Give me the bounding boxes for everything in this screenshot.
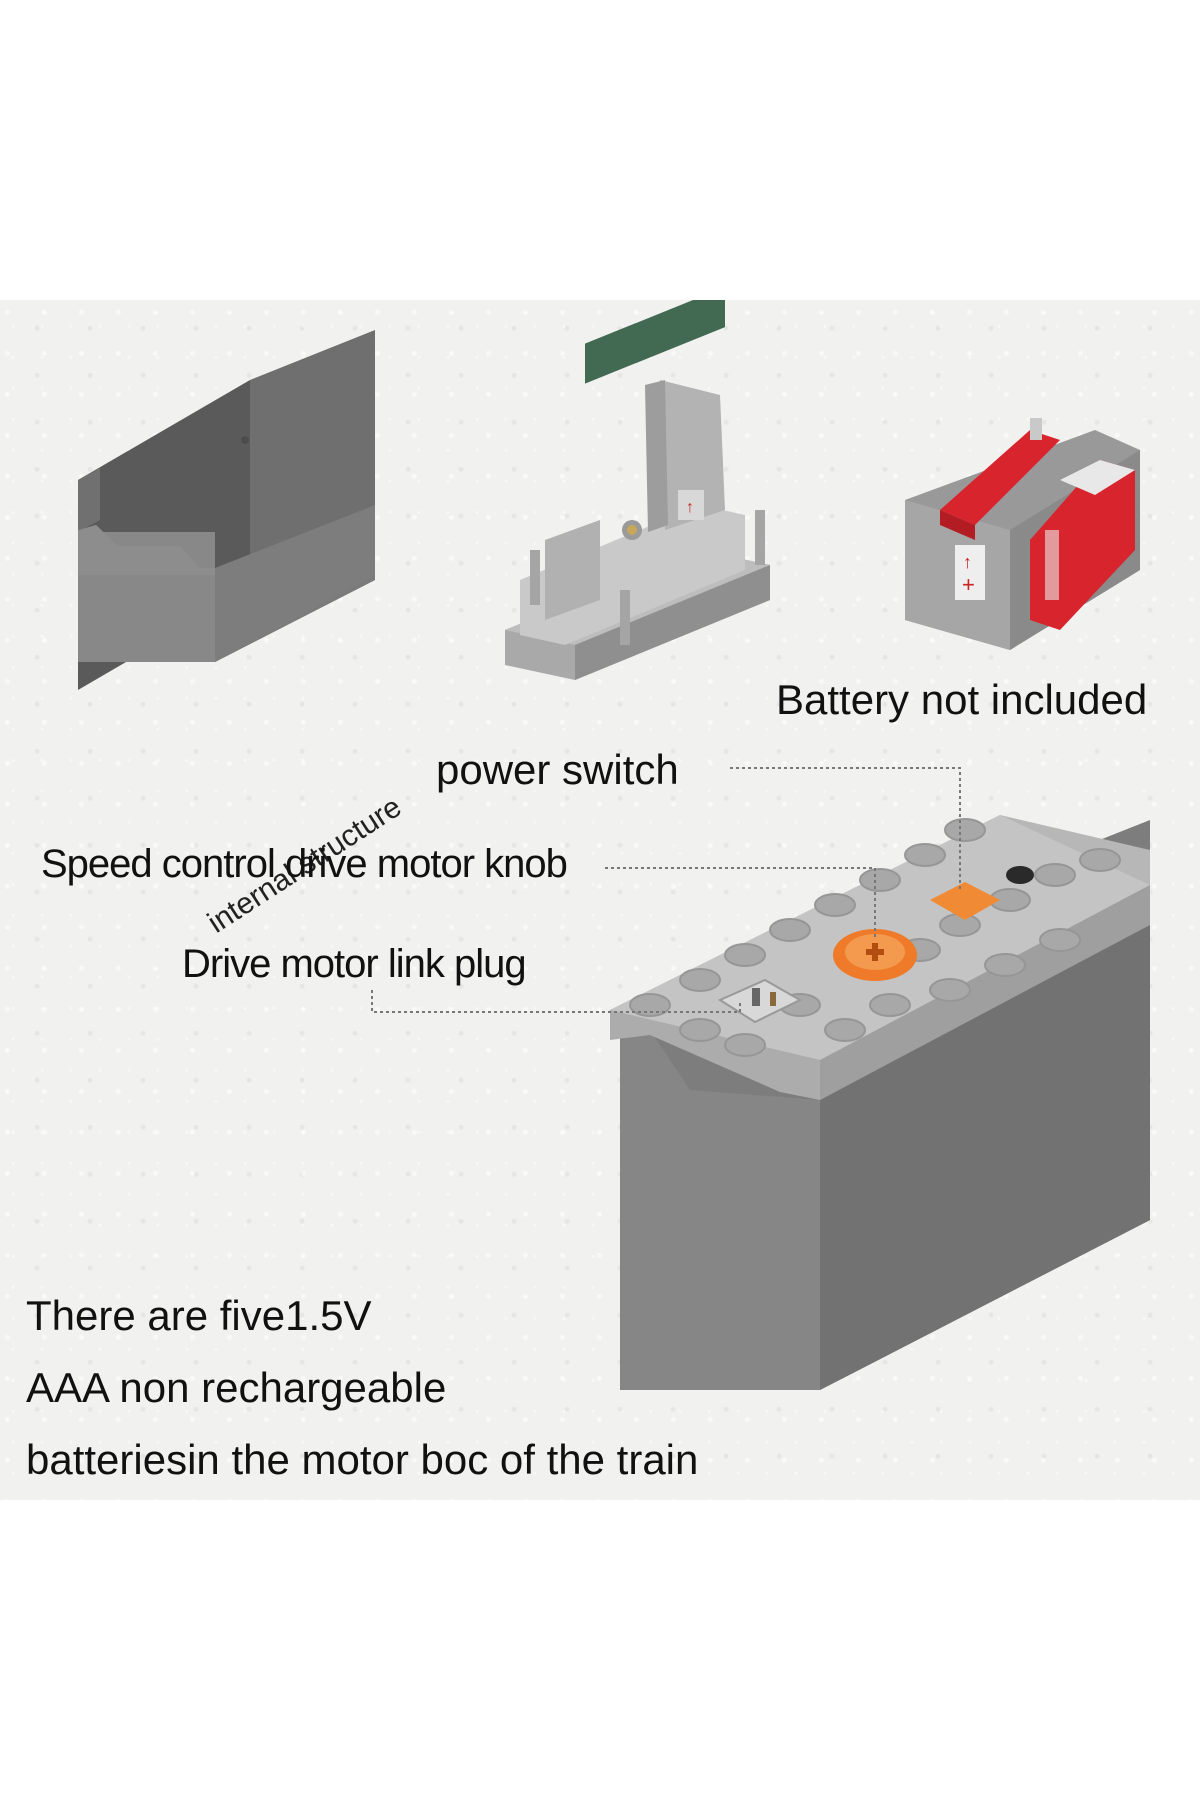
speed-knob	[833, 929, 917, 981]
battery-note-line: batteriesin the motor boc of the train	[26, 1436, 699, 1483]
battery-cell-left	[940, 418, 1060, 540]
svg-text:+: +	[962, 572, 975, 597]
power-switch-label: power switch	[436, 746, 679, 793]
lid-studs	[629, 818, 1121, 1057]
svg-text:↑: ↑	[686, 499, 694, 516]
power-port	[1006, 866, 1034, 884]
battery-not-included-label: Battery not included	[776, 676, 1148, 723]
product-image-panel: ↑ + ↑	[0, 300, 1200, 1500]
speed-knob-label: Speed control drive motor knob	[41, 842, 568, 886]
link-plug-line	[371, 990, 741, 1013]
speed-knob-line	[605, 867, 876, 940]
svg-text:↑: ↑	[963, 552, 972, 572]
battery-note-line: There are five1.5V	[26, 1292, 372, 1339]
power-switch	[930, 882, 1000, 920]
empty-battery-box	[78, 330, 375, 690]
battery-note-line: AAA non rechargeable	[26, 1364, 447, 1411]
power-switch-line	[730, 767, 961, 890]
motor-box	[610, 815, 1150, 1390]
battery-cell-right	[1030, 460, 1135, 630]
product-illustration: ↑ + ↑	[78, 300, 1150, 1390]
internal-module: ↑	[505, 300, 770, 680]
battery-holder: + ↑	[905, 418, 1140, 650]
battery-note: There are five1.5V AAA non rechargeable …	[26, 1280, 698, 1496]
link-plug-label: Drive motor link plug	[182, 942, 527, 986]
callout-lines	[371, 767, 961, 1013]
